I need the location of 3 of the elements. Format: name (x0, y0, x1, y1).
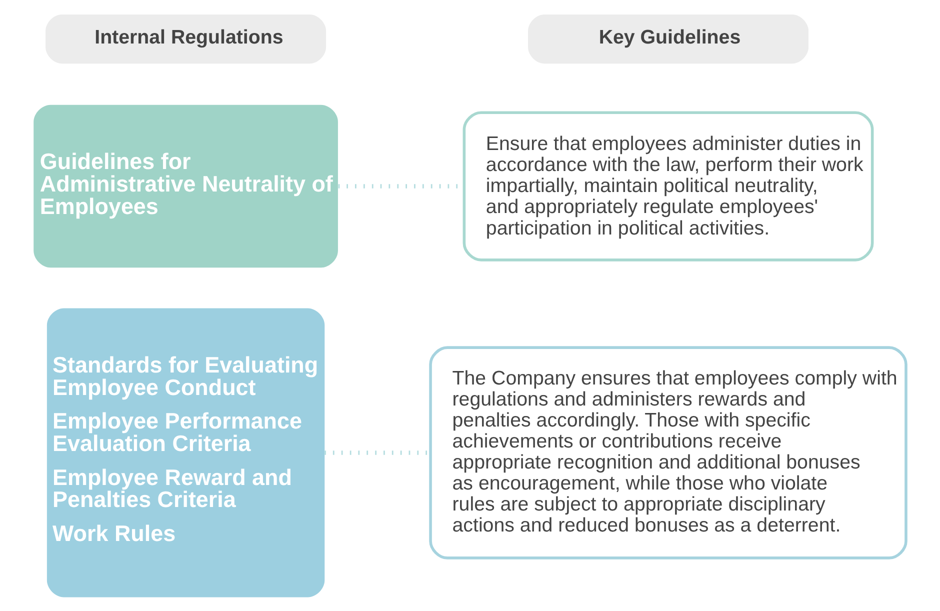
node-box: Guidelines for Administrative Neutrality of Employees (33, 104, 338, 268)
node-box: Standards for Evaluating Employee Conduct Employee Performance Evaluation Criteria Employee Reward and Penalties Criteria Work Rules (46, 308, 324, 598)
connector (324, 450, 428, 455)
